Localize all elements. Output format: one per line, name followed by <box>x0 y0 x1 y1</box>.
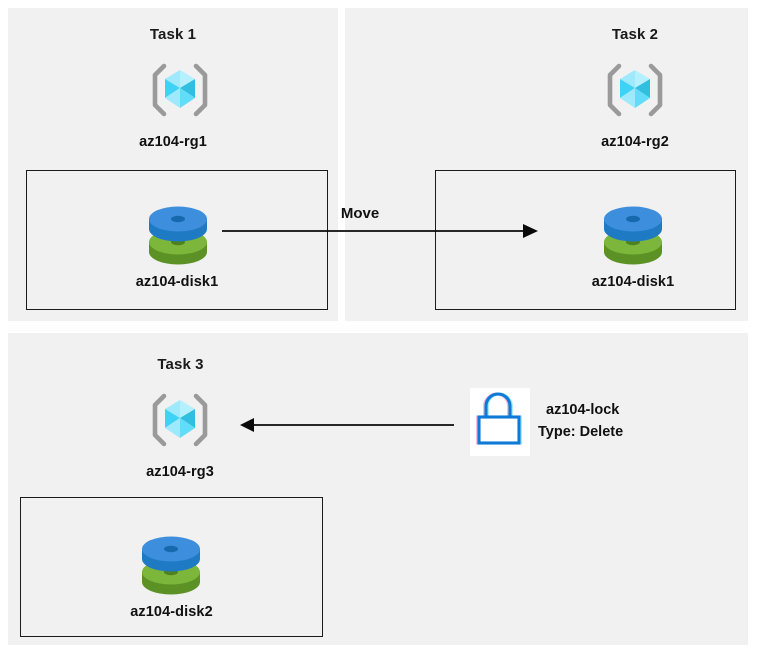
managed-disk-icon <box>145 206 211 268</box>
panel-task-1: Task 1 az104-rg1 <box>8 8 338 321</box>
resource-group-icon <box>148 58 212 122</box>
task-3-title: Task 3 <box>157 356 204 373</box>
resource-container-box-3 <box>20 497 323 637</box>
disk-label-3: az104-disk2 <box>130 604 213 620</box>
disk-label-1: az104-disk1 <box>135 274 219 290</box>
panel-task-3: Task 3 az104-rg3 <box>8 333 748 645</box>
resource-group-label-1: az104-rg1 <box>139 134 207 150</box>
task-1-title: Task 1 <box>149 26 197 43</box>
task-2-title: Task 2 <box>611 26 659 43</box>
lock-type-label: Type: Delete <box>538 424 624 440</box>
disk-label-2: az104-disk1 <box>591 274 675 290</box>
move-arrow-label: Move <box>340 205 380 222</box>
managed-disk-icon <box>600 206 666 268</box>
resource-group-label-2: az104-rg2 <box>601 134 669 150</box>
lock-name-label: az104-lock <box>546 402 620 418</box>
managed-disk-icon <box>138 536 204 598</box>
resource-group-icon <box>148 388 212 452</box>
lock-arrow <box>240 418 454 432</box>
resource-container-box-1 <box>26 170 328 310</box>
panel-task-2: Task 2 az104-rg2 <box>345 8 748 321</box>
resource-group-label-3: az104-rg3 <box>146 464 214 480</box>
resource-container-box-2 <box>435 170 736 310</box>
lock-icon <box>470 388 530 456</box>
move-arrow <box>222 224 538 238</box>
resource-group-icon <box>603 58 667 122</box>
